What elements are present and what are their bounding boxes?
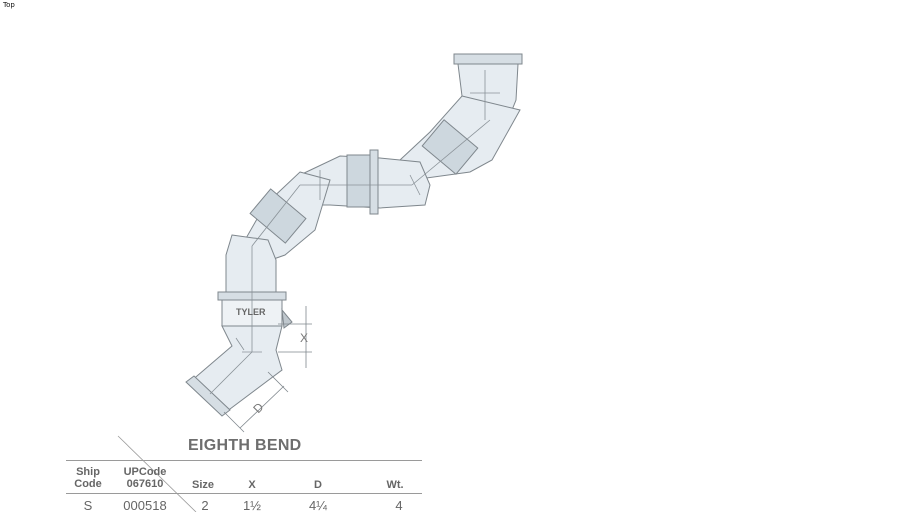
header-d: D — [314, 479, 322, 491]
header-wt: Wt. — [386, 479, 404, 491]
top-hub — [453, 53, 523, 65]
centerlines — [209, 70, 500, 395]
part-title: EIGHTH BEND — [188, 437, 302, 454]
brand-label: TYLER — [236, 307, 266, 317]
view-label: Top — [3, 1, 15, 9]
middle-hub-rim — [369, 149, 379, 215]
cell-ship-code: S — [83, 498, 93, 513]
header-upcode: UPCode 067610 — [123, 466, 167, 490]
dimension-lines — [223, 306, 312, 433]
title-rule — [66, 460, 422, 461]
pipe-assembly — [185, 53, 523, 417]
cell-upcode: 000518 — [123, 498, 167, 513]
header-ship-code: Ship Code — [74, 466, 102, 490]
upper-diagonal-hub — [421, 119, 479, 175]
x-dimension-label: X — [300, 331, 309, 345]
lower-vertical-pipe — [225, 234, 277, 297]
d-dimension-line — [239, 385, 285, 429]
header-x: X — [248, 479, 256, 491]
bend-side-lug — [281, 308, 293, 329]
cell-x: 1½ — [242, 498, 262, 513]
bend-spigot-end — [185, 375, 231, 417]
header-size: Size — [191, 479, 214, 491]
header-rule — [66, 493, 422, 494]
lower-diagonal-hub — [249, 188, 307, 244]
cell-wt: 4 — [395, 498, 403, 513]
table-decoration — [117, 435, 197, 512]
cell-d: 4¼ — [308, 498, 328, 513]
cell-size: 2 — [201, 498, 209, 513]
